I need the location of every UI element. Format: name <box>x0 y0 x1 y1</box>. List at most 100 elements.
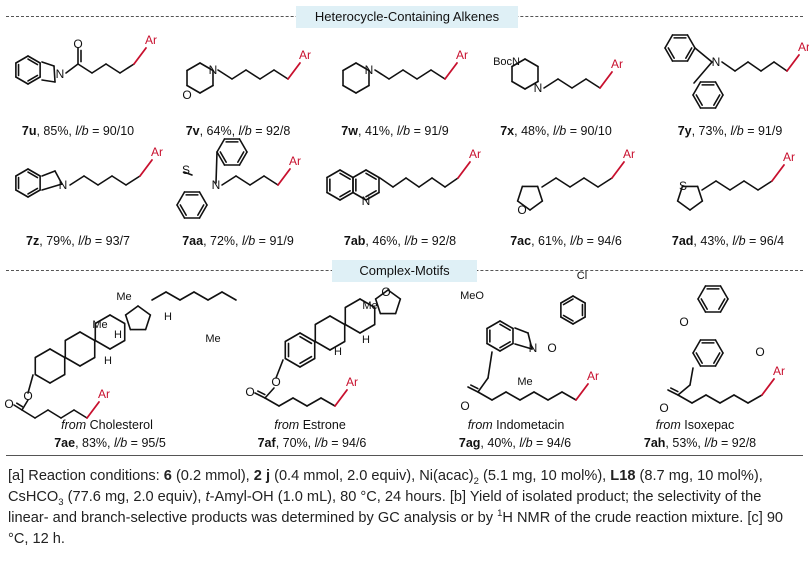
bond <box>49 373 66 384</box>
bond <box>41 61 55 67</box>
bond <box>299 355 313 365</box>
bond <box>334 389 348 407</box>
bond <box>561 391 577 401</box>
bond <box>505 391 521 401</box>
nitrogen-label: N <box>529 341 538 355</box>
oxygen-label: O <box>4 397 13 411</box>
bond <box>41 183 63 191</box>
bond <box>299 335 313 345</box>
bond <box>53 65 56 83</box>
bond <box>179 204 187 216</box>
source-estrone: from Estrone <box>274 418 346 432</box>
caption-7v: 7v, 64%, l/b = 92/8 <box>185 124 291 138</box>
bond <box>583 177 599 188</box>
oxygen-label: O <box>73 37 82 51</box>
bond <box>186 62 201 72</box>
bond <box>326 169 341 179</box>
bond <box>339 172 351 180</box>
bond <box>198 204 208 219</box>
bond <box>597 177 613 188</box>
bond <box>743 180 759 191</box>
oxygen-label: O <box>381 285 390 299</box>
bond <box>511 80 526 90</box>
caption-7af: 7af, 70%, l/b = 94/6 <box>257 436 367 450</box>
bond <box>97 175 113 186</box>
bond <box>284 357 301 368</box>
bond <box>342 62 357 72</box>
bond <box>719 285 729 300</box>
bond <box>562 314 574 322</box>
bond <box>133 47 147 65</box>
bond <box>344 323 361 334</box>
bond <box>47 409 62 419</box>
ar-label: Ar <box>611 57 623 71</box>
bond <box>259 69 275 80</box>
bond <box>339 169 354 179</box>
ar-label: Ar <box>151 145 163 159</box>
bond <box>557 78 573 89</box>
bond <box>533 391 549 401</box>
bond <box>27 171 39 179</box>
bond <box>713 94 721 106</box>
bond <box>555 177 571 188</box>
bond <box>109 339 126 350</box>
bond <box>151 291 167 301</box>
bond <box>359 298 376 309</box>
bond <box>691 394 707 404</box>
caption-7y: 7y, 73%, l/b = 91/9 <box>677 124 783 138</box>
bond <box>365 190 377 198</box>
bond <box>499 342 514 352</box>
bond <box>355 62 370 72</box>
bond <box>611 161 625 179</box>
sulfur-label: S <box>182 163 190 177</box>
bond <box>695 94 703 106</box>
bond <box>430 69 446 80</box>
oxygen-label: O <box>659 401 668 415</box>
caption-7ad: 7ad, 43%, l/b = 96/4 <box>671 234 785 248</box>
bond <box>219 151 227 163</box>
oxygen-label: O <box>517 203 526 217</box>
oxygen-label: O <box>245 385 254 399</box>
bond <box>94 339 111 350</box>
bond <box>27 55 41 64</box>
bond <box>689 367 694 386</box>
bond <box>34 373 51 384</box>
methyl-label: Me <box>362 300 377 312</box>
bond <box>543 78 559 89</box>
bond <box>217 69 233 80</box>
bond <box>144 314 152 331</box>
oxygen-label: O <box>755 345 764 359</box>
bond <box>536 185 544 202</box>
bond <box>388 69 404 80</box>
h-label: H <box>114 329 122 341</box>
bond <box>747 61 762 72</box>
oxygen-label: O <box>460 399 469 413</box>
bond <box>257 390 266 396</box>
bond <box>676 185 684 202</box>
methoxy-label: MeO <box>460 290 484 302</box>
bond <box>374 289 389 300</box>
bond <box>139 159 153 177</box>
bond <box>314 340 331 351</box>
nitrogen-label: N <box>362 194 371 208</box>
bond <box>572 316 586 325</box>
bond <box>320 397 336 407</box>
bond <box>718 298 726 310</box>
nitrogen-label: N <box>209 63 218 77</box>
bond <box>733 394 749 404</box>
bond <box>499 320 514 330</box>
bond <box>486 342 501 352</box>
section-header-complex: Complex-Motifs <box>332 260 477 282</box>
bond <box>215 151 218 184</box>
bond <box>392 177 407 188</box>
bond <box>352 169 367 179</box>
bond <box>527 332 533 350</box>
bond <box>231 69 247 80</box>
bond <box>379 177 394 188</box>
caption-7ac: 7ac, 61%, l/b = 94/6 <box>510 234 622 248</box>
methyl-label: Me <box>92 319 107 331</box>
bond <box>516 200 531 211</box>
bond <box>216 151 226 166</box>
bond <box>235 175 251 186</box>
bond <box>15 189 29 198</box>
